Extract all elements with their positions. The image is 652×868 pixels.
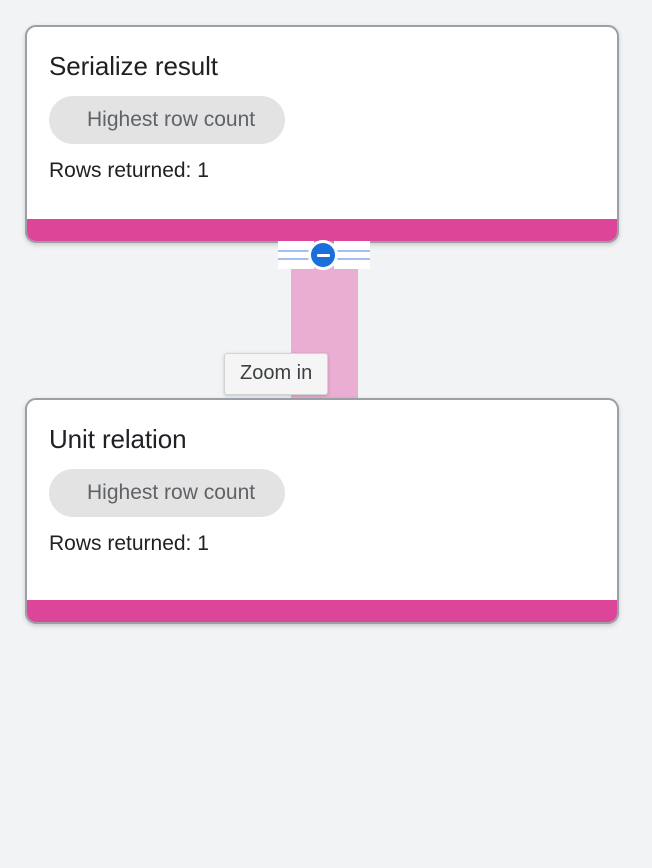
rows-returned-metric: Rows returned: 1 [49, 532, 209, 555]
minus-circle-icon[interactable] [308, 240, 338, 270]
status-badge: Highest row count [49, 96, 286, 144]
node-title: Unit relation [49, 424, 187, 454]
status-badge: Highest row count [49, 469, 286, 517]
zoom-in-tooltip: Zoom in [224, 353, 329, 395]
graph-node-unit-relation[interactable]: Unit relation Highest row count Rows ret… [25, 398, 619, 624]
edge-collapse-handle[interactable] [278, 240, 370, 270]
node-title: Serialize result [49, 51, 218, 81]
minus-glyph [316, 253, 330, 257]
node-progress-bar [27, 219, 617, 241]
node-body: Serialize result Highest row count Rows … [27, 27, 617, 184]
node-body: Unit relation Highest row count Rows ret… [27, 400, 617, 557]
edge-rail-right [334, 241, 370, 269]
rows-returned-metric: Rows returned: 1 [49, 159, 209, 182]
node-progress-bar [27, 600, 617, 622]
graph-node-serialize-result[interactable]: Serialize result Highest row count Rows … [25, 25, 619, 243]
